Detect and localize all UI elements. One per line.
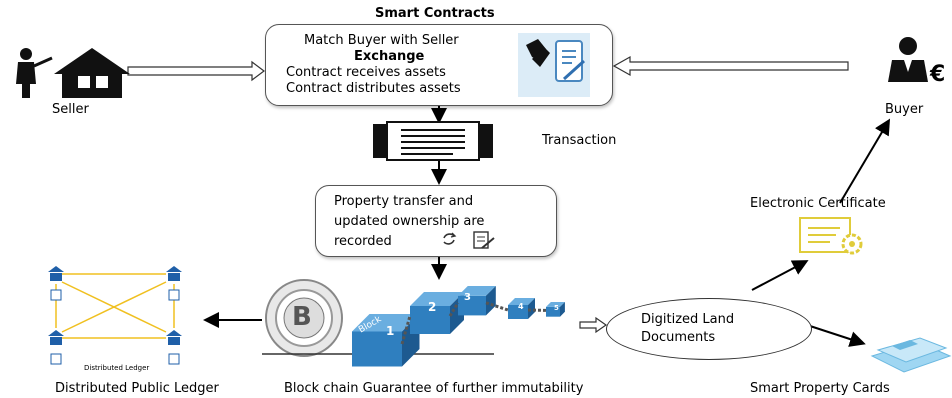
blockchain-graphic: B Block 1 2 3 4 5 [262, 278, 578, 367]
refresh-icon [440, 230, 458, 248]
transaction-document-icon [373, 121, 493, 161]
bank-icon [166, 330, 182, 336]
bank-icon [50, 337, 62, 345]
distributed-ledger-label: Distributed Public Ledger [55, 381, 219, 396]
contract-line-distributes: Contract distributes assets [286, 81, 461, 96]
edit-document-icon [472, 230, 496, 250]
ledger-book-icon [50, 289, 62, 301]
handshake-contract-icon [518, 33, 590, 97]
contract-line-receives: Contract receives assets [286, 65, 446, 80]
smart-property-cards-label: Smart Property Cards [750, 381, 890, 396]
ledger-book-icon [168, 289, 180, 301]
seller-to-contract-arrow [127, 60, 265, 82]
buyer-label: Buyer [885, 102, 924, 117]
buyer-icon [884, 36, 950, 86]
block-number-1: 1 [386, 324, 395, 338]
block-number-5: 5 [554, 304, 559, 312]
smart-property-cards-icon [862, 336, 952, 376]
ledger-book-icon [50, 353, 62, 365]
block-number-2: 2 [428, 300, 437, 314]
blockchain-to-digitized-arrow [579, 316, 608, 334]
record-line-1: Property transfer and [334, 194, 474, 209]
record-line-2: updated ownership are [334, 214, 485, 229]
ledger-caption: Distributed Ledger [84, 364, 150, 372]
ledger-link [61, 281, 167, 333]
digitized-line-2: Documents [641, 330, 716, 345]
bank-icon [48, 266, 64, 272]
digitized-land-documents-box: Digitized Land Documents [606, 298, 812, 360]
seller-house-icon [6, 46, 130, 98]
chain-link [485, 301, 509, 312]
block-cube [546, 302, 565, 317]
buyer-to-contract-arrow [612, 55, 849, 77]
electronic-certificate-label: Electronic Certificate [750, 196, 886, 211]
bank-icon [168, 273, 180, 281]
bitcoin-symbol: B [292, 302, 312, 332]
seller-label: Seller [52, 102, 89, 117]
ledger-book-icon [168, 353, 180, 365]
blockchain-guarantee-label: Block chain Guarantee of further immutab… [284, 381, 584, 396]
bank-icon [50, 273, 62, 281]
block-cube [458, 286, 496, 316]
block-cube [352, 314, 420, 367]
block-number-3: 3 [464, 292, 471, 303]
contract-line-match: Match Buyer with Seller [304, 33, 459, 48]
contract-line-exchange: Exchange [354, 49, 425, 64]
transaction-label: Transaction [542, 133, 617, 148]
diagram-title: Smart Contracts [375, 6, 495, 21]
block-number-4: 4 [518, 302, 524, 311]
digitized-line-1: Digitized Land [641, 312, 735, 327]
block-cube [508, 298, 535, 319]
digitized-to-cards-arrow [809, 325, 866, 347]
ownership-record-box: Property transfer and updated ownership … [315, 185, 557, 257]
bank-icon [48, 330, 64, 336]
distributed-ledger-graphic: Distributed Ledger [40, 262, 200, 374]
bank-icon [168, 337, 180, 345]
buyer-currency-icon: € [930, 62, 946, 87]
certificate-gear-icon [796, 214, 868, 258]
record-line-3: recorded [334, 234, 392, 249]
block-cube [410, 292, 464, 334]
smart-contract-box: Match Buyer with Seller Exchange Contrac… [265, 24, 613, 106]
certificate-to-buyer-arrow [839, 118, 891, 204]
bank-icon [166, 266, 182, 272]
digitized-to-certificate-arrow [751, 260, 809, 291]
chain-link [448, 302, 460, 317]
